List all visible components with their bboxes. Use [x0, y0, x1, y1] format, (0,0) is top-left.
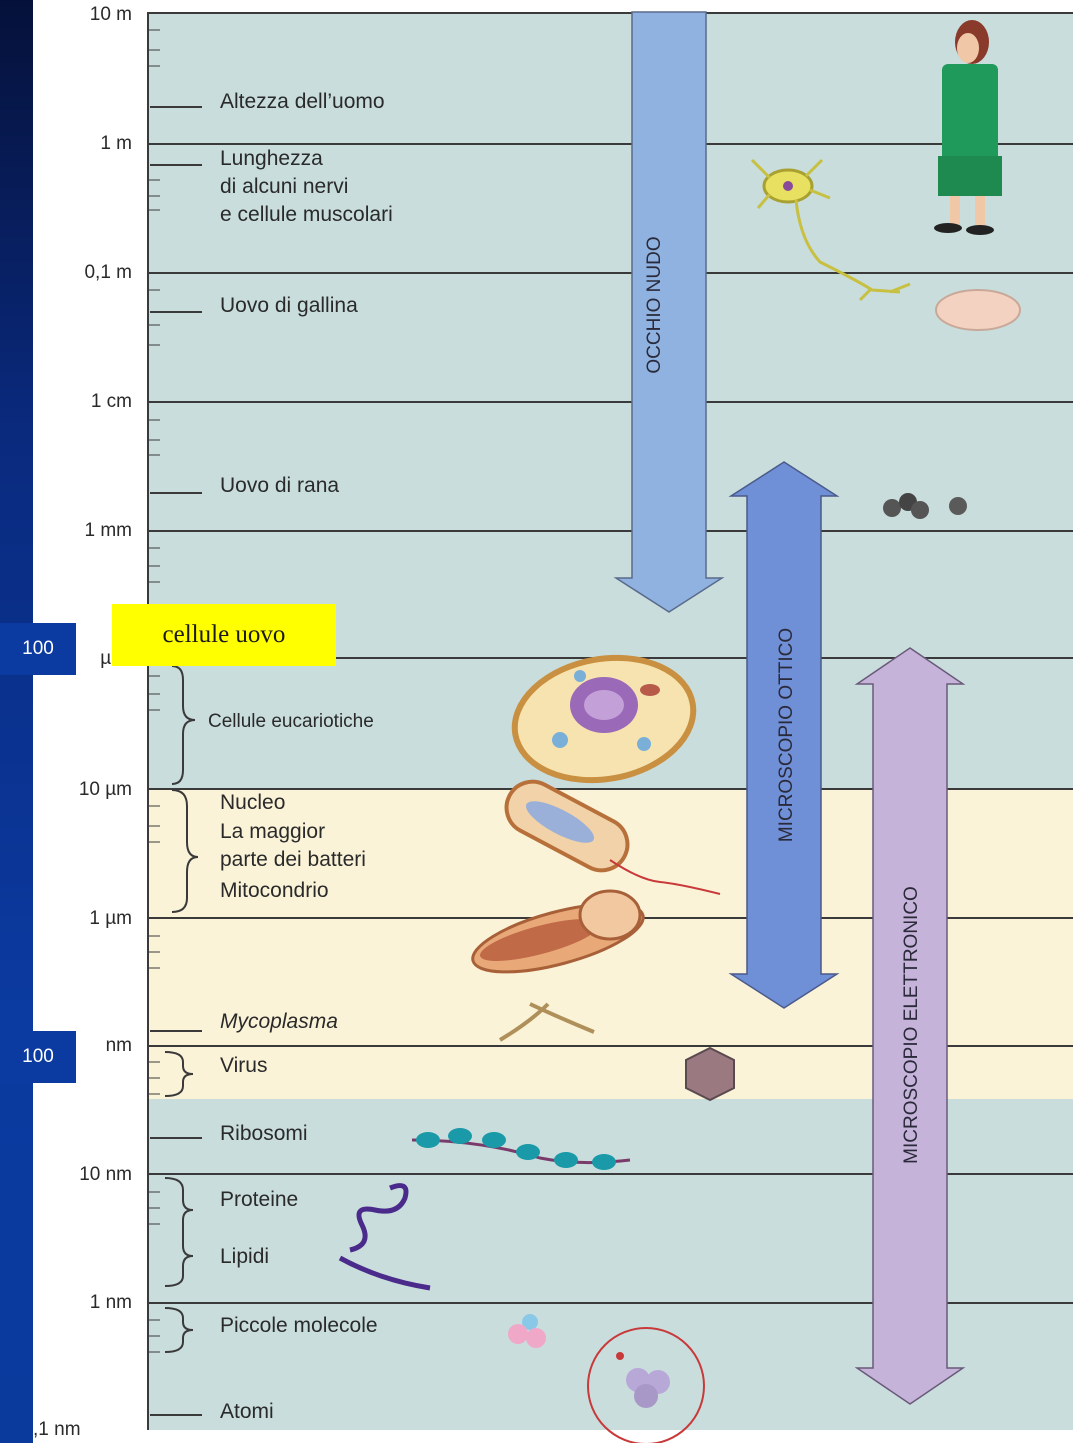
frog-eggs [883, 493, 967, 519]
protein-drawing [340, 1186, 430, 1288]
hen-egg [936, 290, 1020, 330]
axis-minor-ticks [149, 30, 160, 1352]
brace-eucariotiche [172, 666, 195, 784]
neuron-drawing [752, 160, 910, 300]
small-molecule-drawing [508, 1314, 546, 1348]
arrow-label-microscopio-elettronico: MICROSCOPIO ELETTRONICO [901, 886, 922, 1164]
atom-drawing [588, 1328, 704, 1443]
overlay-cellule-uovo: cellule uovo [112, 604, 336, 666]
bacterium-drawing [497, 773, 720, 894]
mycoplasma-drawing [500, 1004, 594, 1040]
ribosome-chain [412, 1128, 630, 1170]
arrow-label-microscopio-ottico: MICROSCOPIO OTTICO [776, 628, 797, 842]
brace-virus [165, 1052, 193, 1096]
brace-lipidi [165, 1230, 193, 1286]
arrow-label-occhio-nudo: OCCHIO NUDO [644, 236, 665, 373]
arrow-occhio-nudo [616, 12, 722, 612]
brace-batteri [172, 790, 198, 912]
virus-drawing [686, 1048, 734, 1100]
brace-proteine [165, 1178, 193, 1230]
overlay-blue-box-100nm: 100 [0, 1031, 76, 1083]
woman-figure [934, 20, 1002, 235]
eukaryotic-cell [505, 644, 703, 793]
overlay-blue-box-100um: 100 [0, 623, 76, 675]
mitochondrion-drawing [466, 890, 649, 986]
brace-molecole [165, 1308, 193, 1352]
